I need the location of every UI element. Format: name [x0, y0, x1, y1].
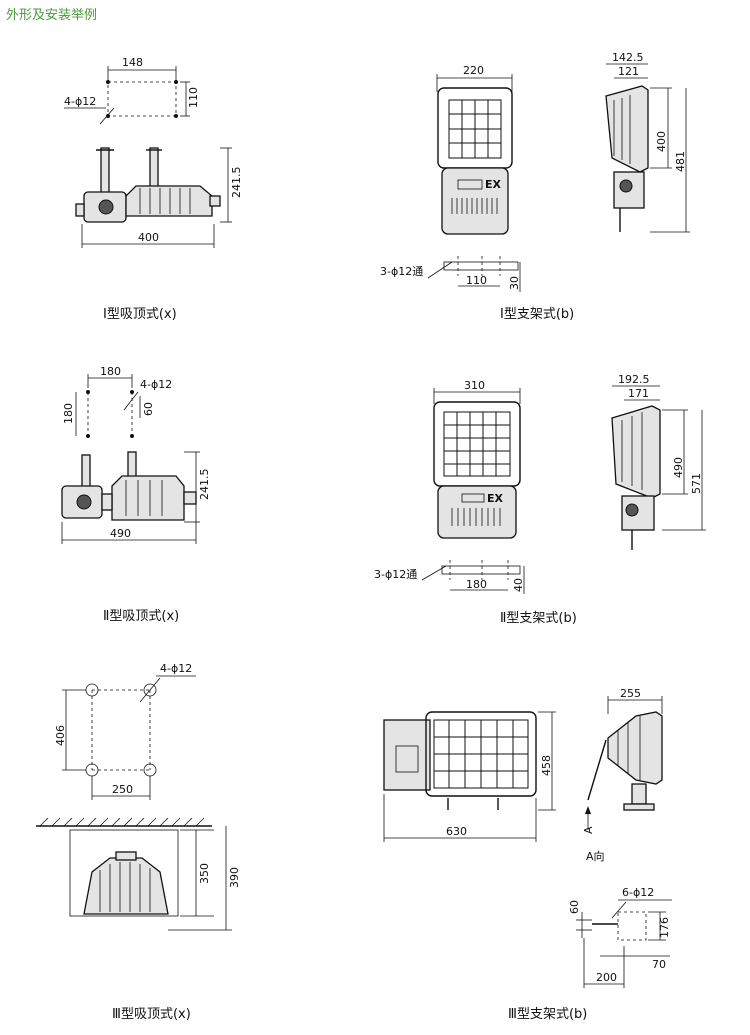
p2-dim-400: 400: [655, 131, 668, 152]
p1-bracket-left: [100, 147, 110, 195]
panel-5-ceiling-mount-iii: 4-ϕ12 406 250 350 390 Ⅲ型吸顶式(x): [36, 662, 241, 1022]
p6-dim-200: 200: [596, 971, 617, 984]
p4-dim-571: 571: [690, 473, 703, 494]
p4-front-frame: [433, 401, 521, 487]
p3-lamp-housing: [111, 475, 185, 521]
p2-dim-142-5: 142.5: [612, 51, 644, 64]
p2-dim-121: 121: [618, 65, 639, 78]
p1-lamp-housing: [125, 185, 213, 217]
p1-caption: Ⅰ型吸顶式(x): [103, 307, 177, 322]
p2-dim-holes: 3-ϕ12通: [380, 265, 423, 278]
p6-control-box: [383, 719, 431, 791]
p4-dim-180: 180: [466, 578, 487, 591]
p3-dim-60: 60: [142, 402, 155, 416]
p1-hole-pattern: [107, 81, 177, 117]
p5-mount-frame: [69, 829, 179, 917]
p1-dim-400: 400: [138, 231, 159, 244]
p4-grille: [443, 411, 511, 477]
p6-view-arrow-label: A: [582, 826, 595, 834]
p4-fins: [451, 508, 501, 526]
p2-caption: Ⅰ型支架式(b): [500, 307, 574, 322]
p6-dim-176: 176: [658, 917, 671, 938]
p4-side-housing: [611, 405, 661, 499]
panel-4-bracket-mount-ii: 310 EX 3-ϕ12通 180 40 192.5 171: [374, 373, 706, 626]
p6-dim-630: 630: [446, 825, 467, 838]
p4-dim-holes: 3-ϕ12通: [374, 568, 417, 581]
p1-dim-holes: 4-ϕ12: [64, 95, 96, 108]
p4-driver-box: [437, 485, 517, 539]
p4-ex-mark: EX: [487, 492, 504, 505]
p2-driver-box: [441, 167, 509, 235]
p4-dim-192-5: 192.5: [618, 373, 650, 386]
p3-dim-180-h: 180: [100, 365, 121, 378]
panel-2-bracket-mount-i: 220 EX 3-ϕ12通 110 30 142.5 121: [380, 51, 690, 322]
panel-6-bracket-mount-iii: 458 630 255 A A向 6-ϕ12 60 176 70 200 Ⅲ型支…: [383, 687, 672, 1022]
p4-dim-490: 490: [672, 457, 685, 478]
p6-dim-70: 70: [652, 958, 666, 971]
p6-front-frame: [425, 711, 537, 797]
p2-fins: [451, 198, 498, 214]
p2-mount-plate: [443, 261, 519, 271]
p3-dim-holes: 4-ϕ12: [140, 378, 172, 391]
p2-dim-110: 110: [466, 274, 487, 287]
p3-dim-490: 490: [110, 527, 131, 540]
p5-dim-holes: 4-ϕ12: [160, 662, 192, 675]
p5-dim-350: 350: [198, 863, 211, 884]
p3-dim-241-5: 241.5: [198, 469, 211, 501]
p6-side-housing: [607, 711, 663, 785]
p6-dim-458: 458: [540, 755, 553, 776]
p4-dim-310: 310: [464, 379, 485, 392]
p1-dim-110: 110: [187, 87, 200, 108]
p1-dim-241-5: 241.5: [230, 167, 243, 199]
p6-view-caption: A向: [586, 849, 605, 863]
p2-dim-481: 481: [674, 151, 687, 172]
p2-dim-220: 220: [463, 64, 484, 77]
p1-bracket-right: [149, 147, 159, 189]
p5-dim-250: 250: [112, 783, 133, 796]
p6-dim-60: 60: [568, 900, 581, 914]
panel-3-ceiling-mount-ii: 180 180 4-ϕ12 60 241.5 490 Ⅱ型吸顶式(x): [61, 365, 211, 624]
p2-side-housing: [605, 85, 649, 173]
p6-base-plate: [617, 911, 647, 941]
p1-dim-148: 148: [122, 56, 143, 69]
p2-dim-30: 30: [508, 276, 521, 290]
p4-mount-plate: [441, 565, 521, 575]
panel-1-ceiling-mount-i: 148 110 4-ϕ12 241.5 400 Ⅰ型吸顶式(x): [64, 56, 243, 322]
p5-ceiling-hatch: [39, 817, 205, 827]
p6-dim-255: 255: [620, 687, 641, 700]
p4-caption: Ⅱ型支架式(b): [500, 611, 577, 626]
p6-caption: Ⅲ型支架式(b): [508, 1007, 587, 1022]
p6-support-arm: [587, 739, 607, 801]
p5-caption: Ⅲ型吸顶式(x): [112, 1007, 191, 1022]
p3-dim-180-v: 180: [62, 403, 75, 424]
page-heading: 外形及安装举例: [6, 8, 98, 23]
p6-dim-holes: 6-ϕ12: [622, 886, 654, 899]
p4-dim-171: 171: [628, 387, 649, 400]
p6-grille: [433, 719, 529, 789]
p5-dim-390: 390: [228, 867, 241, 888]
p2-grille: [448, 99, 502, 159]
p4-dim-40: 40: [512, 578, 525, 592]
p5-dim-406: 406: [54, 725, 67, 746]
p3-caption: Ⅱ型吸顶式(x): [103, 609, 179, 624]
p2-ex-mark: EX: [485, 178, 502, 191]
p5-lamp-housing: [83, 857, 169, 915]
